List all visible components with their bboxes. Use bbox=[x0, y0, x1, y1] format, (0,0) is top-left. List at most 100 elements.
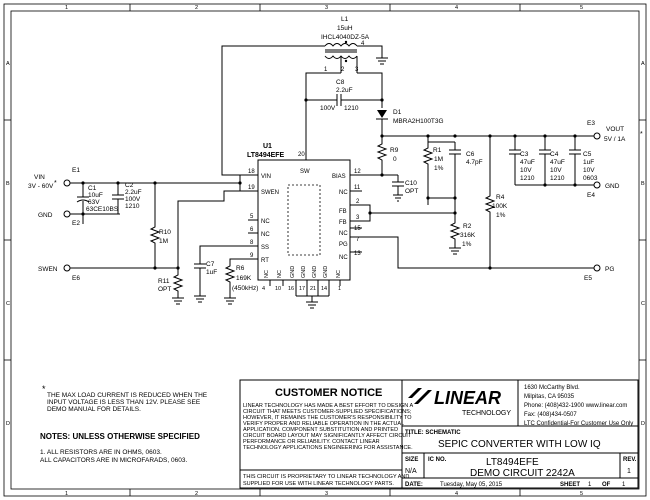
capacitor-c4: C4 47uF 10V 1210 bbox=[539, 136, 565, 185]
r10-value: 1M bbox=[159, 238, 168, 245]
notice-line-6: CIRCUIT BOARD LAYOUT MAY SIGNIFICANTLY A… bbox=[243, 433, 412, 439]
address-line-5: LTC Confidential-For Customer Use Only bbox=[524, 421, 633, 427]
c8-size: 1210 bbox=[344, 105, 359, 112]
r11-value: OPT bbox=[158, 286, 171, 293]
c4-ref: C4 bbox=[550, 151, 559, 158]
u1-pin-2: 2 bbox=[356, 199, 360, 205]
frame-row-a-left: A bbox=[6, 61, 10, 67]
c2-value: 2.2uF bbox=[125, 189, 142, 196]
l1-part: IHCL4040DZ-5A bbox=[321, 34, 370, 41]
ic-number: LT8494EFE bbox=[486, 457, 539, 468]
c5-voltage: 10V bbox=[583, 167, 595, 174]
c3-size: 1210 bbox=[520, 175, 535, 182]
ic-u1: U1 LT8494EFE SW 20 VIN SWEN NC NC SS RT … bbox=[247, 143, 361, 292]
u1-bot-gnd21: GND bbox=[312, 266, 318, 278]
l1-value: 15uH bbox=[337, 25, 353, 32]
title-value: SEPIC CONVERTER WITH LOW IQ bbox=[438, 439, 601, 450]
date-label: DATE: bbox=[405, 482, 423, 488]
frame-row-c-left: C bbox=[6, 301, 10, 307]
u1-bot-pin16: 16 bbox=[288, 286, 294, 292]
sheet-label: SHEET bbox=[560, 482, 580, 488]
l1-pin1: 1 bbox=[324, 67, 328, 73]
rev-label: REV. bbox=[623, 457, 637, 463]
r6-note: (450kHz) bbox=[232, 285, 258, 292]
notice-line-8: TECHNOLOGY APPLICATIONS ENGINEERING FOR … bbox=[243, 445, 413, 451]
r2-value: 316K bbox=[460, 232, 476, 239]
r1-tol: 1% bbox=[434, 165, 444, 172]
icno-label: IC NO. bbox=[428, 457, 447, 463]
frame-row-d-right: D bbox=[641, 421, 645, 427]
resistor-r11: R11 OPT bbox=[158, 268, 184, 305]
d1-part: MBRA2H100T3G bbox=[393, 118, 444, 125]
title-label: TITLE: SCHEMATIC bbox=[405, 430, 461, 436]
vout-label: VOUT bbox=[606, 126, 624, 133]
logo-text: LINEAR bbox=[434, 388, 501, 408]
inductor-l1: L1 15uH IHCL4040DZ-5A 1 2 3 4 bbox=[321, 16, 370, 73]
terminal-pg: PG E5 bbox=[584, 264, 614, 282]
u1-pin-9: 9 bbox=[250, 253, 254, 259]
address-line-4: Fax: (408)434-0507 bbox=[524, 412, 577, 418]
notice-line-7: PERFORMANCE OR RELIABILITY. CONTACT LINE… bbox=[243, 439, 380, 445]
e2-ref: E2 bbox=[72, 220, 80, 227]
u1-pin-nc11-label: NC bbox=[339, 190, 348, 196]
u1-pin-nc15-label: NC bbox=[339, 231, 348, 237]
r6-ref: R6 bbox=[236, 265, 245, 272]
vout-rating: 5V / 1A bbox=[604, 136, 626, 143]
capacitor-c10: C10 OPT bbox=[392, 175, 418, 202]
c4-voltage: 10V bbox=[550, 167, 562, 174]
footnote-line-2: INPUT VOLTAGE IS LESS THAN 12V. PLEASE S… bbox=[47, 399, 201, 406]
u1-bot-gnd16: GND bbox=[290, 266, 296, 278]
d1-ref: D1 bbox=[393, 109, 402, 116]
r6-value: 169K bbox=[236, 275, 252, 282]
title-block bbox=[401, 379, 639, 489]
e3-ref: E3 bbox=[587, 120, 595, 127]
notes-item-1: 1. ALL RESISTORS ARE IN OHMS, 0603. bbox=[40, 449, 162, 456]
u1-pin-nc5-label: NC bbox=[261, 219, 270, 225]
resistor-r10: R10 1M bbox=[149, 183, 171, 268]
u1-pin-12: 12 bbox=[354, 169, 361, 175]
demo-circuit: DEMO CIRCUIT 2242A bbox=[470, 468, 575, 479]
l1-ref: L1 bbox=[341, 16, 349, 23]
diode-d1: D1 MBRA2H100T3G bbox=[376, 109, 444, 125]
address-line-3: Phone: (408)432-1900 www.linear.com bbox=[524, 403, 627, 409]
c6-value: 4.7pF bbox=[466, 159, 483, 166]
u1-pin-fb2-label: FB bbox=[339, 209, 347, 215]
c2-size: 1210 bbox=[125, 203, 140, 210]
notes-heading: NOTES: UNLESS OTHERWISE SPECIFIED bbox=[40, 432, 200, 441]
r2-tol: 1% bbox=[462, 241, 472, 248]
u1-bot-nc1: NC bbox=[336, 270, 342, 278]
r4-value: 100K bbox=[492, 203, 508, 210]
e4-ref: E4 bbox=[587, 192, 595, 199]
terminal-gnd-in: GND E2 bbox=[38, 210, 80, 227]
notice-line-2: CIRCUIT THAT MEETS CUSTOMER-SUPPLIED SPE… bbox=[243, 409, 412, 415]
l1-ground bbox=[376, 57, 388, 65]
u1-pin-8: 8 bbox=[250, 240, 254, 246]
u1-bot-pin1: 1 bbox=[338, 286, 341, 292]
u1-bot-gnd14: GND bbox=[323, 266, 329, 278]
size-label: SIZE bbox=[405, 457, 418, 463]
notice-line-3: HOWEVER, IT REMAINS THE CUSTOMER'S RESPO… bbox=[243, 415, 412, 421]
c2-ref: C2 bbox=[125, 182, 134, 189]
capacitor-c6: C6 4.7pF bbox=[428, 141, 483, 199]
u1-bot-pin10: 10 bbox=[275, 286, 281, 292]
vout-star: * bbox=[640, 131, 643, 138]
c1-ref: C1 bbox=[88, 185, 97, 192]
notes-item-2: ALL CAPACITORS ARE IN MICROFARADS, 0603. bbox=[40, 457, 187, 464]
u1-bot-pin21: 21 bbox=[310, 286, 316, 292]
l1-pin2: 2 bbox=[341, 67, 345, 73]
c7-value: 1uF bbox=[206, 269, 217, 276]
date-value: Tuesday, May 05, 2015 bbox=[440, 482, 503, 488]
address-line-1: 1630 McCarthy Blvd. bbox=[524, 385, 580, 391]
r4-ref: R4 bbox=[496, 194, 505, 201]
c7-ref: C7 bbox=[206, 261, 215, 268]
footnote-line-3: DEMO MANUAL FOR DETAILS. bbox=[47, 406, 141, 413]
c8-voltage: 100V bbox=[320, 105, 336, 112]
resistor-r6: R6 169K (450kHz) bbox=[224, 258, 258, 305]
pg-label: PG bbox=[605, 266, 614, 273]
c1-value: 10uF bbox=[88, 192, 103, 199]
c10-ref: C10 bbox=[405, 180, 417, 187]
frame-col-3-top: 3 bbox=[325, 5, 328, 11]
u1-pin-swen-label: SWEN bbox=[261, 190, 279, 196]
footnote-line-1: THE MAX LOAD CURRENT IS REDUCED WHEN THE bbox=[47, 392, 208, 399]
u1-pin-6: 6 bbox=[250, 227, 254, 233]
